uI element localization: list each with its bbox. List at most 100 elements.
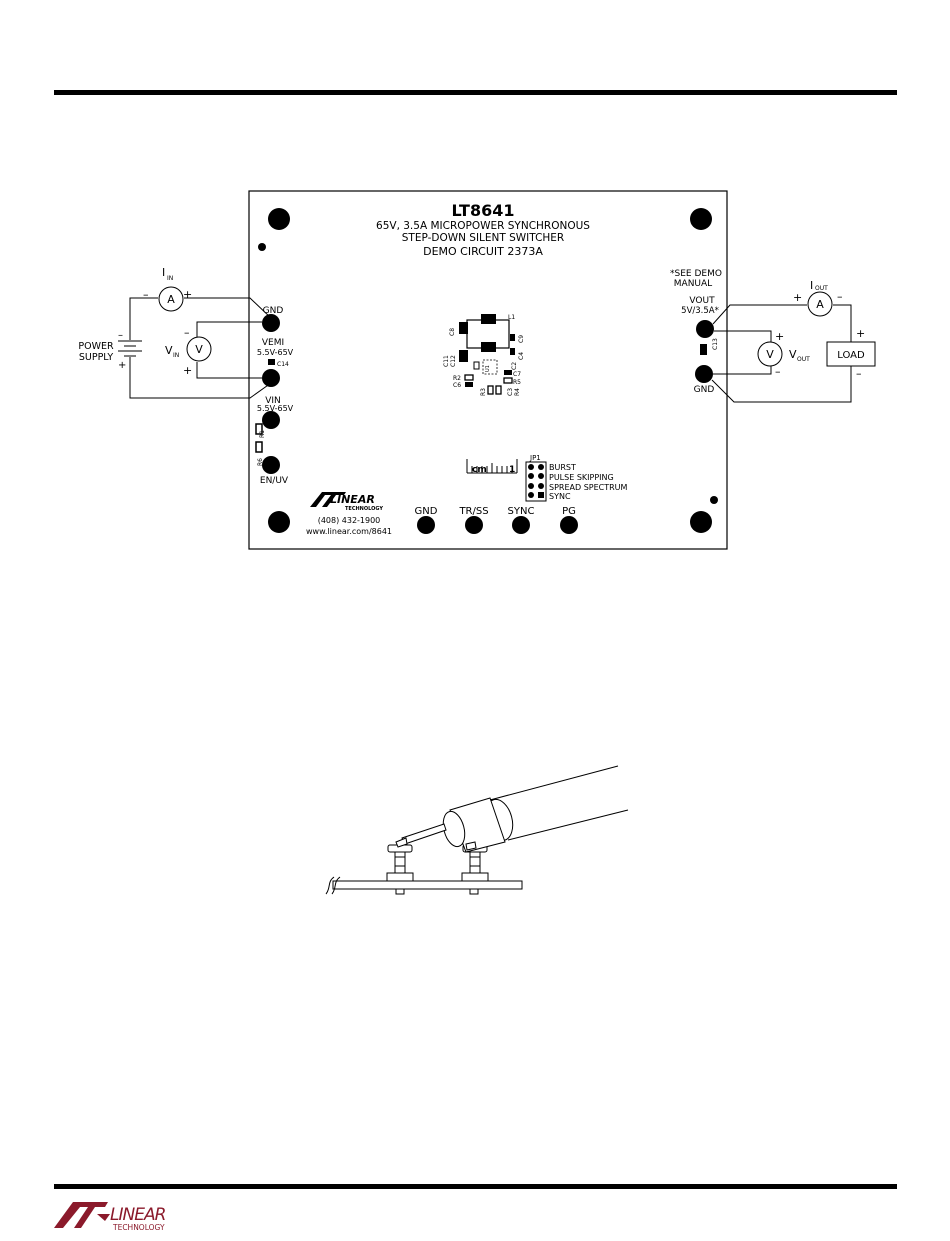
c8-label: C8 xyxy=(449,328,456,336)
vin-meter-sub: IN xyxy=(173,352,179,359)
jp1-option-sync: SYNC xyxy=(549,492,571,501)
gnd-terminal-right[interactable] xyxy=(695,365,713,383)
c4-label: C4 xyxy=(518,352,525,360)
c7-label: C7 xyxy=(513,371,521,378)
output-circuit-labels: I OUT A + – V + – V OUT LOAD + – xyxy=(766,279,865,380)
pcb-foot-right xyxy=(469,888,479,895)
cm-ruler: cm 1 xyxy=(466,459,518,475)
c14-label: C14 xyxy=(277,361,289,368)
c3-label: C3 xyxy=(507,388,514,396)
vout-label: VOUT xyxy=(689,296,715,306)
iin-label: I xyxy=(162,266,165,279)
jp1-jumper[interactable]: JP1 BURST PULSE SKIPPING SPREAD SPECTRUM… xyxy=(525,454,628,502)
gnd-right-label: GND xyxy=(694,385,715,395)
break-mark xyxy=(325,876,341,895)
power-supply-label-2: SUPPLY xyxy=(79,352,113,363)
gnd-terminal-left[interactable] xyxy=(262,314,280,332)
turret-left-post xyxy=(394,851,406,874)
en-uv-label: EN/UV xyxy=(260,476,289,486)
jp1-pin xyxy=(528,473,534,479)
board-title: LT8641 xyxy=(452,201,515,220)
vin-terminal[interactable] xyxy=(262,411,280,429)
c6-label: C6 xyxy=(453,382,461,389)
en-uv-terminal[interactable] xyxy=(262,456,280,474)
c9-label: C9 xyxy=(518,335,525,343)
output-circuit xyxy=(711,291,876,403)
turret-right-base xyxy=(461,872,489,882)
tr-ss-terminal[interactable] xyxy=(465,516,483,534)
vin-meter-label: V xyxy=(165,344,173,357)
jp1-option-spread-spectrum: SPREAD SPECTRUM xyxy=(549,483,628,492)
pg-terminal[interactable] xyxy=(560,516,578,534)
r3-label: R3 xyxy=(480,388,487,396)
scope-probe-illustration xyxy=(325,765,629,895)
vout-meter-sub: OUT xyxy=(797,356,810,363)
jp1-pin-square xyxy=(538,492,544,498)
vemi-terminal[interactable] xyxy=(262,369,280,387)
power-supply-label-1: POWER xyxy=(78,341,114,352)
r5-label: R5 xyxy=(513,379,521,386)
c12-label: C12 xyxy=(450,355,457,367)
tr-ss-label: TR/SS xyxy=(458,506,488,517)
jp1-header xyxy=(525,461,547,502)
input-wire-top xyxy=(129,297,158,340)
input-ammeter-plus: + xyxy=(183,288,192,301)
iout-label: I xyxy=(810,279,813,292)
output-wire-top xyxy=(712,304,807,325)
r4-footprint xyxy=(495,385,502,395)
r3-footprint xyxy=(487,385,494,395)
output-ammeter-plus: + xyxy=(793,291,802,304)
vin-label: VIN xyxy=(265,396,281,406)
footer-logo-tail xyxy=(97,1214,110,1221)
jp1-pin xyxy=(538,464,544,470)
see-manual-note-2: MANUAL xyxy=(674,279,712,289)
footer-logo-word: LINEAR xyxy=(110,1205,166,1225)
mounting-hole-tr xyxy=(690,208,712,230)
output-voltmeter-symbol: V xyxy=(766,348,774,361)
input-voltmeter-plus: + xyxy=(183,364,192,377)
output-voltmeter-minus: – xyxy=(775,365,781,378)
bottom-gnd-terminal[interactable] xyxy=(417,516,435,534)
pcb-strip xyxy=(332,880,523,890)
jp1-pin xyxy=(528,483,534,489)
input-wire-to-gnd xyxy=(184,297,272,319)
fiducial-left xyxy=(258,243,266,251)
u1-label: U1 xyxy=(485,365,491,372)
gnd-left-label: GND xyxy=(263,306,284,316)
c6-footprint xyxy=(465,382,473,387)
board-url: www.linear.com/8641 xyxy=(306,527,392,536)
r2-footprint xyxy=(464,374,474,381)
vemi-label: VEMI xyxy=(262,338,284,348)
vout-terminal[interactable] xyxy=(696,320,714,338)
jp1-pin xyxy=(528,464,534,470)
ruler-value: 1 xyxy=(509,465,515,475)
jp1-label: JP1 xyxy=(529,454,541,462)
board-logo-word: LINEAR xyxy=(330,493,375,506)
demo-board: LT8641 65V, 3.5A MICROPOWER SYNCHRONOUS … xyxy=(248,190,728,550)
pg-label: PG xyxy=(562,506,576,517)
see-manual-note-1: *SEE DEMO xyxy=(670,269,722,279)
output-voltmeter-body xyxy=(757,341,783,367)
input-ammeter-body xyxy=(158,286,184,312)
c14-footprint xyxy=(268,359,275,365)
sync-terminal[interactable] xyxy=(512,516,530,534)
output-wire-return xyxy=(711,366,852,403)
jp1-option-pulse-skipping: PULSE SKIPPING xyxy=(549,473,614,482)
r6-label: R6 xyxy=(257,458,264,466)
input-circuit xyxy=(118,286,272,399)
board-phone: (408) 432-1900 xyxy=(318,516,381,525)
c4-footprint xyxy=(510,348,515,355)
probe-shield-front xyxy=(442,810,466,848)
vemi-rating: 5.5V-65V xyxy=(257,348,294,357)
input-circuit-labels: I IN A – + V – + V IN – + POWER SUPPLY xyxy=(78,266,203,377)
footer-logo: LINEAR TECHNOLOGY xyxy=(54,1202,167,1232)
output-voltmeter-wire-bottom xyxy=(713,366,772,375)
c2-label: C2 xyxy=(511,362,518,370)
turret-left-base xyxy=(386,872,414,882)
r1-label: R1 xyxy=(259,430,266,438)
r4-label: R4 xyxy=(514,388,521,396)
load-plus: + xyxy=(856,327,865,340)
footer-logo-sub: TECHNOLOGY xyxy=(112,1223,165,1232)
r2-label: R2 xyxy=(453,375,461,382)
